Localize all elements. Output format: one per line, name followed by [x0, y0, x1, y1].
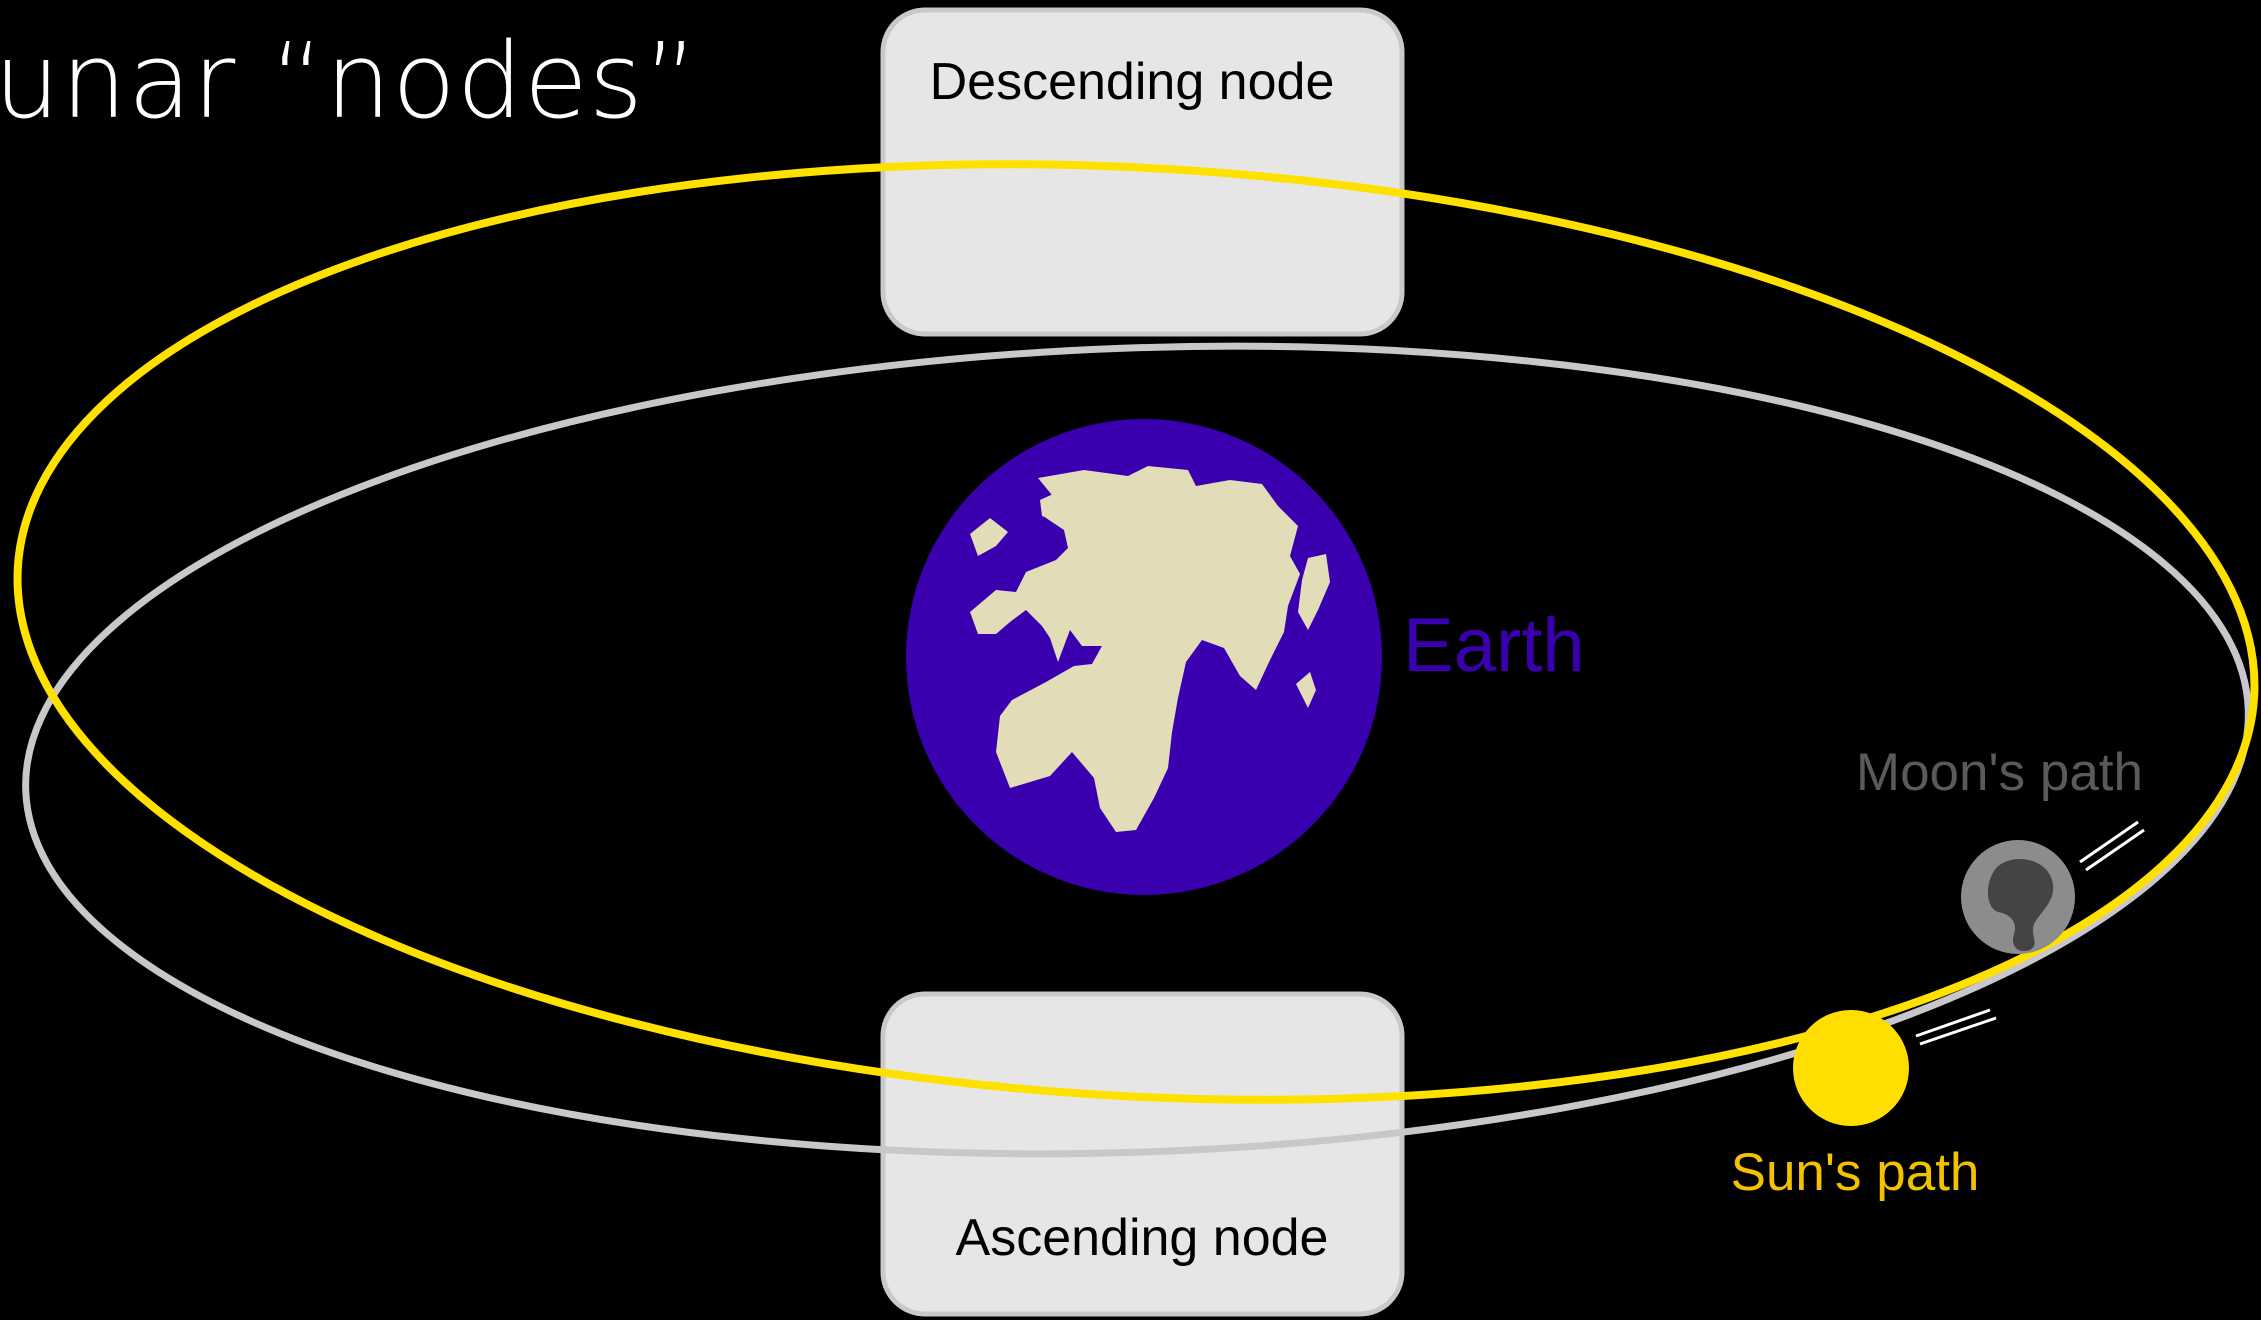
slide-title: unar “nodes” — [0, 20, 699, 142]
moon-body — [1961, 840, 2075, 954]
moon-mare — [1987, 858, 2054, 952]
earth-island-4 — [1296, 672, 1316, 708]
earth-island-3 — [1298, 554, 1330, 630]
earth-label: Earth — [1403, 603, 1585, 688]
sun-path-orbit — [13, 160, 2259, 1104]
earth-island-2 — [970, 518, 1008, 556]
sun-path-label: Sun's path — [1731, 1143, 1980, 1202]
sun-motion-arrow — [1915, 1008, 1997, 1046]
moon-path-label: Moon's path — [1856, 743, 2143, 802]
sun-body — [1793, 1010, 1909, 1126]
earth-continent-eurasia-africa — [970, 466, 1300, 832]
earth-globe — [906, 419, 1382, 895]
earth-island-1 — [1040, 490, 1074, 522]
descending-node-label: Descending node — [930, 53, 1335, 111]
ascending-node-label: Ascending node — [956, 1209, 1329, 1267]
descending-node-box — [880, 7, 1405, 337]
moon-motion-arrow — [2079, 820, 2145, 872]
moon-path-orbit — [22, 342, 2252, 1158]
